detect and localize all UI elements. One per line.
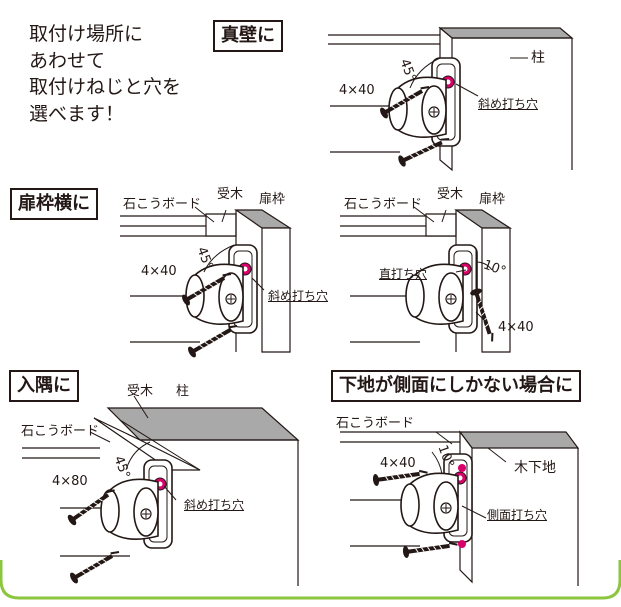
label-hole: 斜め打ち穴 (184, 498, 245, 512)
label-board: 石こうボード (123, 197, 202, 212)
label-ukegi: 受木 (437, 187, 464, 202)
section-title-shinkabe: 真壁に (213, 20, 283, 52)
label-screw-size: 4×80 (52, 474, 88, 489)
label-hole: 斜め打ち穴 (478, 97, 539, 111)
intro-line-3: 取付けねじと穴を (29, 76, 182, 98)
irisumi-illustration (22, 395, 300, 587)
intro-line-1: 取付け場所に (29, 23, 144, 45)
label-board: 石こうボード (21, 424, 100, 439)
label-screw-size: 4×40 (141, 264, 177, 279)
section-title-sokumen: 下地が側面にしかない場合に (331, 370, 581, 402)
label-screw-size: 4×40 (339, 83, 375, 98)
sokumen-illustration (340, 430, 580, 586)
label-ukegi: 受木 (217, 187, 244, 202)
label-frame: 扉枠 (479, 192, 506, 207)
shinkabe-illustration (328, 26, 574, 172)
section-title-irisumi: 入隅に (9, 370, 79, 402)
label-hole: 斜め打ち穴 (268, 289, 329, 303)
label-hole: 直打ち穴 (379, 267, 428, 281)
label-ukegi: 受木 (127, 384, 154, 399)
tobira-left-illustration (120, 206, 293, 361)
intro-line-2: あわせて (29, 49, 106, 72)
section-title-tobira: 扉枠横に (10, 188, 98, 220)
label-pillar: 柱 (176, 384, 190, 399)
label-screw-size: 4×40 (498, 320, 534, 335)
label-base: 木下地 (514, 460, 556, 476)
tobira-right-illustration (340, 206, 513, 353)
intro-text: 取付け場所に あわせて 取付けねじと穴を 選べます！ (29, 21, 181, 127)
label-pillar: 柱 (531, 50, 545, 66)
label-screw-size: 4×40 (380, 456, 416, 471)
label-frame: 扉枠 (259, 192, 286, 207)
intro-line-4: 選べます！ (29, 102, 125, 125)
label-board: 石こうボード (336, 416, 415, 431)
label-board: 石こうボード (344, 197, 423, 212)
label-hole: 側面打ち穴 (487, 508, 548, 522)
